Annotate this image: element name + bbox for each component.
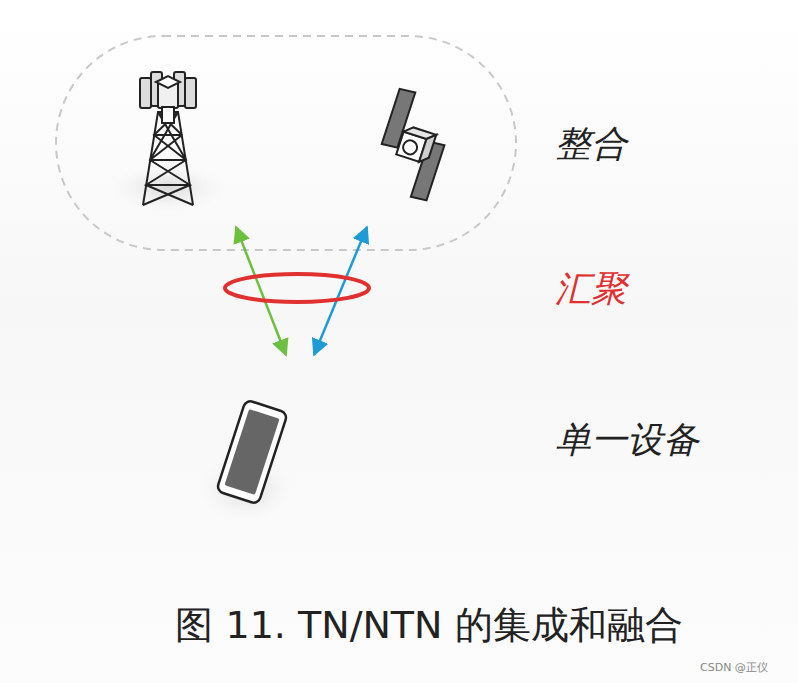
phone bbox=[200, 400, 292, 522]
watermark: CSDN @正仪 bbox=[700, 660, 768, 675]
layer-label: 汇聚 bbox=[555, 265, 627, 314]
integration-region bbox=[56, 36, 516, 250]
cell-tower bbox=[110, 72, 226, 212]
figure-caption: 图 11. TN/NTN 的集成和融合 bbox=[175, 600, 682, 651]
layer-label: 整合 bbox=[555, 120, 627, 169]
layer-label: 单一设备 bbox=[555, 416, 699, 465]
aggregation-ring bbox=[225, 274, 369, 302]
blue-link-arrow bbox=[314, 227, 367, 355]
green-link-arrow bbox=[236, 227, 286, 355]
satellite bbox=[369, 88, 457, 202]
